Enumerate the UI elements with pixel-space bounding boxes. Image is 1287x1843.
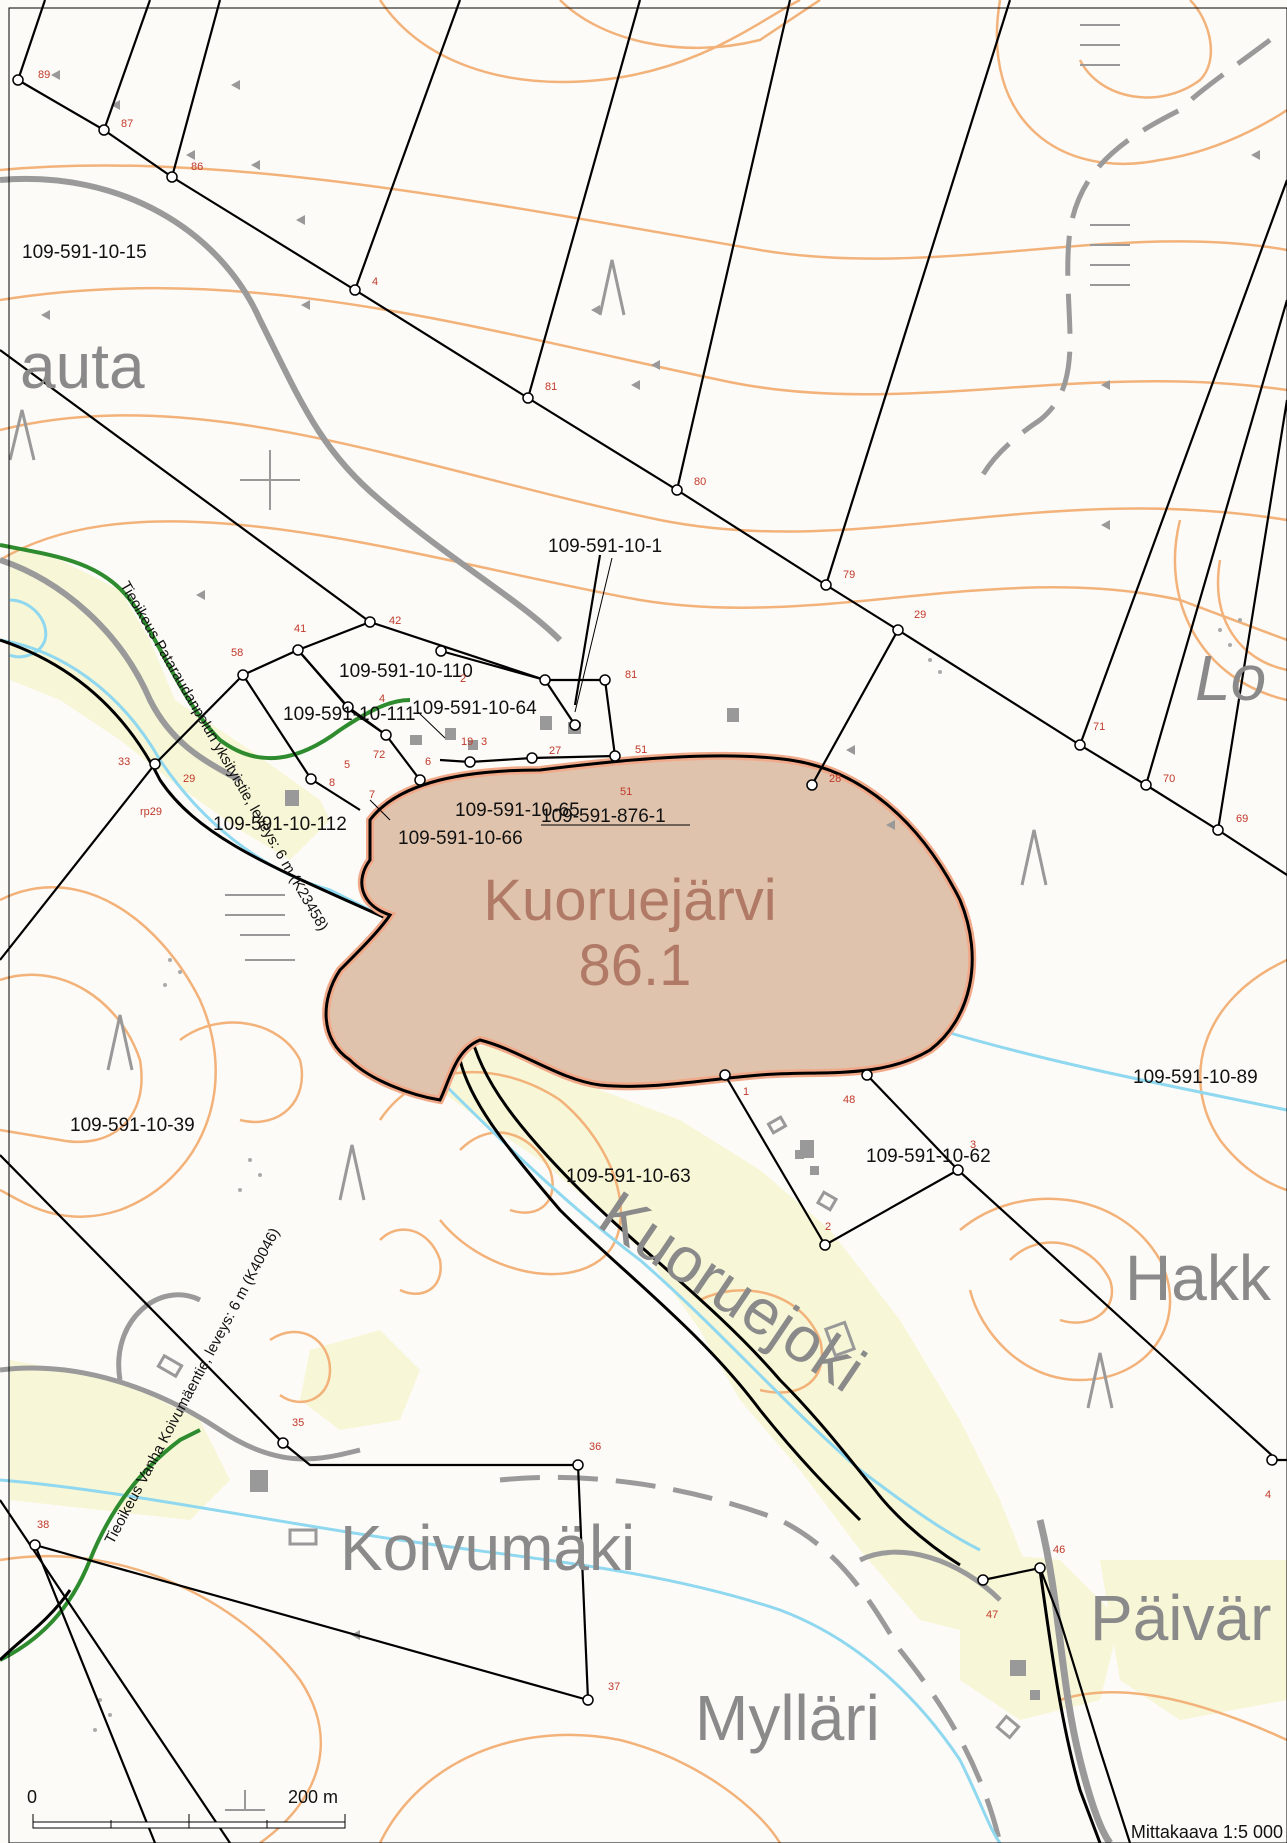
parcel-109-591-10-112[interactable]: 109-591-10-112 — [213, 814, 347, 835]
point-number: 47 — [986, 1609, 998, 1621]
point-number: 5 — [344, 759, 350, 771]
parcel-109-591-876-1[interactable]: 109-591-876-1 — [541, 806, 666, 827]
point-number: 4 — [1265, 1489, 1271, 1501]
point-number: 38 — [37, 1519, 49, 1531]
point-numbers: 89 87 86 4 81 80 79 29 71 70 69 42 41 58… — [37, 69, 1271, 1693]
cliff-symbols — [225, 24, 1130, 1811]
point-number: 81 — [545, 381, 557, 393]
parcel-109-591-10-63[interactable]: 109-591-10-63 — [566, 1166, 691, 1187]
point-number: 70 — [1163, 773, 1175, 785]
point-number: 6 — [425, 756, 431, 768]
creek-boundaries — [0, 638, 1102, 1843]
building-outlines — [156, 1115, 1021, 1740]
point-number: 28 — [829, 773, 841, 785]
place-myllari: Mylläri — [695, 1682, 880, 1754]
point-number: 2 — [825, 1221, 831, 1233]
parcel-109-591-10-111[interactable]: 109-591-10-111 — [283, 704, 415, 725]
point-number: 51 — [620, 786, 632, 798]
leader-lines — [369, 557, 690, 826]
point-number: 72 — [373, 749, 385, 761]
point-number: 87 — [121, 118, 133, 130]
point-number: 7 — [369, 789, 375, 801]
parcel-109-591-10-65[interactable]: 109-591-10-65 — [455, 800, 580, 821]
place-paivar: Päivär — [1090, 1582, 1271, 1654]
point-number: 4 — [379, 693, 385, 705]
point-number: 51 — [635, 744, 647, 756]
rock-dots — [93, 618, 1242, 1732]
place-hakk: Hakk — [1125, 1242, 1272, 1314]
point-number: 81 — [625, 669, 637, 681]
parcel-109-591-10-66[interactable]: 109-591-10-66 — [398, 828, 523, 849]
map-frame — [8, 7, 1287, 1843]
lake-elevation: 86.1 — [579, 933, 692, 998]
point-number: 27 — [549, 745, 561, 757]
point-number: 29 — [183, 773, 195, 785]
point-number: 48 — [843, 1094, 855, 1106]
point-number: 41 — [294, 623, 306, 635]
buildings — [250, 708, 1040, 1700]
point-number: 3 — [970, 1139, 976, 1151]
point-number: 79 — [843, 569, 855, 581]
boundary-markers — [12, 74, 1278, 1706]
point-number: rp29 — [140, 806, 162, 818]
point-number: 37 — [608, 1681, 620, 1693]
point-number: 19 — [461, 736, 473, 748]
parcel-109-591-10-39[interactable]: 109-591-10-39 — [70, 1115, 195, 1136]
parcel-109-591-10-110[interactable]: 109-591-10-110 — [339, 661, 473, 682]
scale-length: 200 m — [288, 1787, 338, 1807]
open-area-symbols — [8, 259, 1114, 1409]
point-number: 4 — [372, 276, 378, 288]
point-number: 69 — [1236, 813, 1248, 825]
scale-bar: 0 200 m — [27, 1787, 346, 1829]
scale-ratio: Mittakaava 1:5 000 — [1131, 1822, 1283, 1842]
place-koivumaki: Koivumäki — [340, 1512, 635, 1584]
place-lo: Lo — [1195, 642, 1266, 714]
roads — [0, 37, 1272, 1843]
point-number: 3 — [481, 736, 487, 748]
point-number: 42 — [389, 615, 401, 627]
point-number: 71 — [1093, 721, 1105, 733]
lake-name: Kuoruejärvi — [483, 868, 776, 933]
point-number: 8 — [329, 777, 335, 789]
point-number: 86 — [191, 161, 203, 173]
point-number: 46 — [1053, 1544, 1065, 1556]
point-number: 36 — [589, 1441, 601, 1453]
place-auta: auta — [20, 330, 145, 402]
parcel-109-591-10-89[interactable]: 109-591-10-89 — [1133, 1067, 1258, 1088]
lake-kuoruejarvi — [322, 751, 977, 1105]
parcel-109-591-10-15[interactable]: 109-591-10-15 — [22, 242, 147, 263]
parcel-109-591-10-64[interactable]: 109-591-10-64 — [412, 698, 537, 719]
point-number: 35 — [292, 1417, 304, 1429]
point-number: 1 — [743, 1086, 749, 1098]
parcel-109-591-10-62[interactable]: 109-591-10-62 — [866, 1146, 991, 1167]
point-number: 2 — [460, 673, 466, 685]
scale-zero: 0 — [27, 1787, 37, 1807]
point-number: 58 — [231, 647, 243, 659]
parcel-109-591-10-1[interactable]: 109-591-10-1 — [548, 536, 662, 557]
point-number: 33 — [118, 756, 130, 768]
point-number: 80 — [694, 476, 706, 488]
point-number: 29 — [914, 609, 926, 621]
point-number: 89 — [38, 69, 50, 81]
